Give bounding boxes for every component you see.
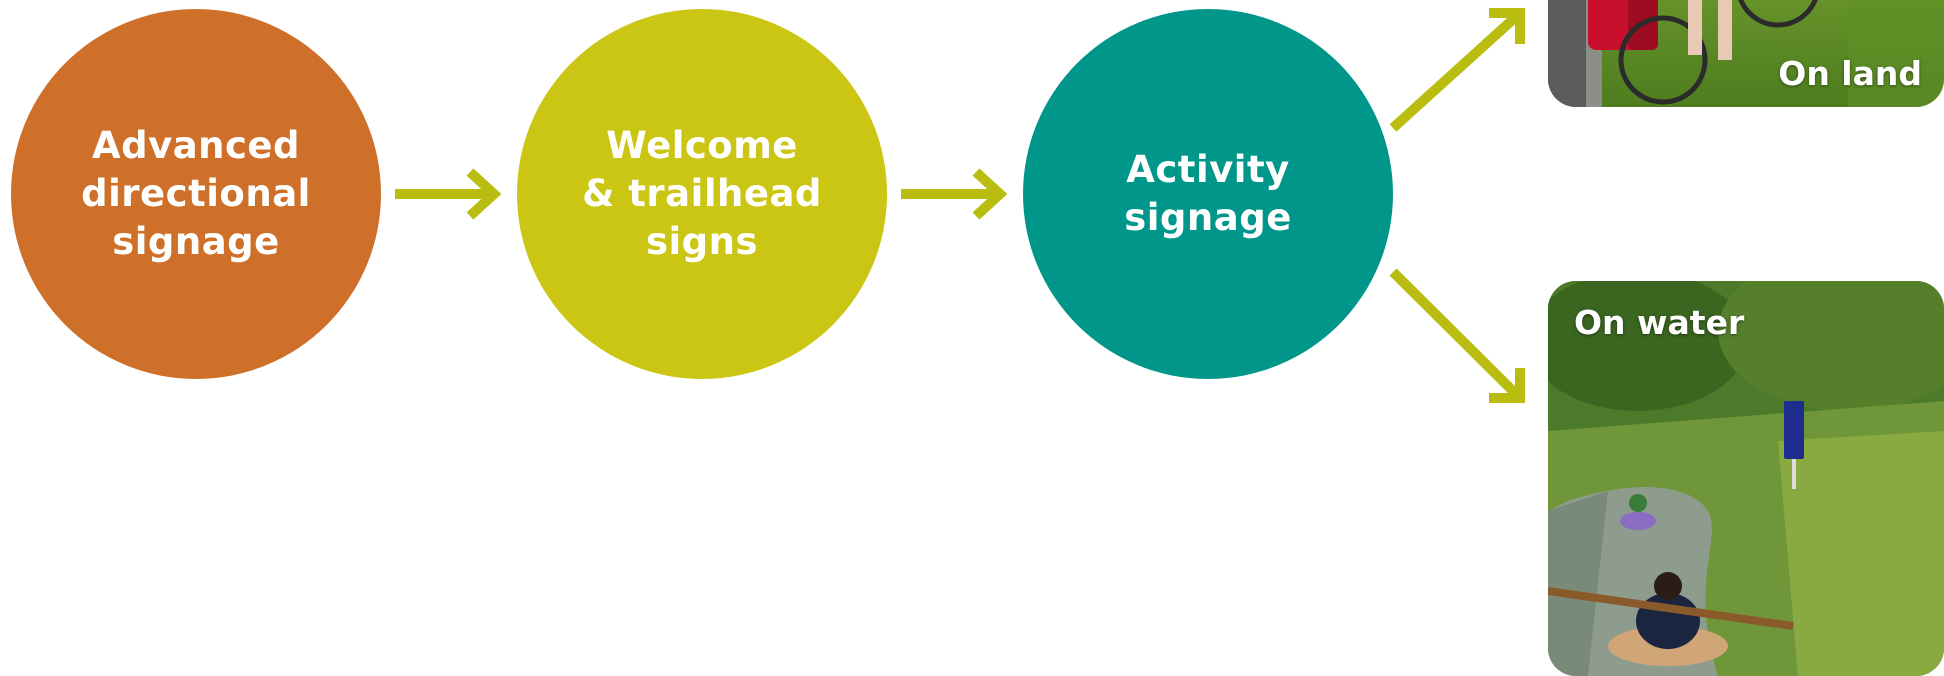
- on-land-photo: On land: [1548, 0, 1944, 107]
- on-water-photo: On water: [1548, 281, 1944, 676]
- step-label: Welcome & trailhead signs: [582, 124, 822, 263]
- step-advanced-directional-signage: Advanced directional signage: [11, 9, 381, 379]
- on-water-label: On water: [1574, 303, 1745, 342]
- step-activity-signage: Activity signage: [1023, 9, 1393, 379]
- step-label: Activity signage: [1124, 148, 1292, 239]
- arrow-step1-to-step2: [395, 168, 502, 220]
- on-land-label: On land: [1778, 54, 1922, 93]
- arrow-step2-to-step3: [901, 168, 1008, 220]
- step-label: Advanced directional signage: [81, 124, 311, 263]
- arrow-to-on-land: [1389, 8, 1525, 132]
- step-welcome-trailhead-signs: Welcome & trailhead signs: [517, 9, 887, 379]
- arrow-to-on-water: [1389, 268, 1525, 403]
